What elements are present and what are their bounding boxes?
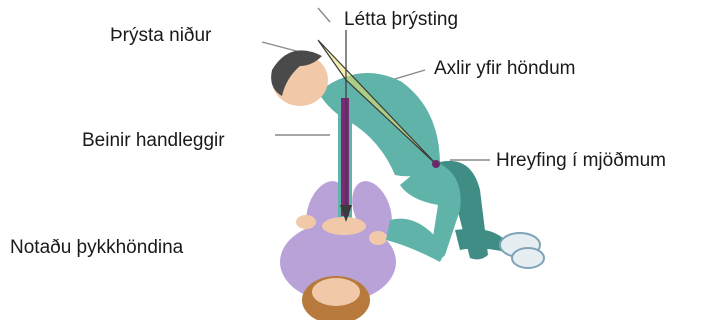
label-hip-movement: Hreyfing í mjöðmum xyxy=(496,151,666,170)
leader-push-down xyxy=(262,42,300,52)
label-release-pressure: Létta þrýsting xyxy=(344,10,458,29)
label-heel-of-hand: Notaðu þykkhöndina xyxy=(10,238,183,257)
label-shoulders-over-hands: Axlir yfir höndum xyxy=(434,59,576,78)
rescuer-shoe-back xyxy=(512,248,544,268)
patient-face xyxy=(312,278,360,306)
rescuer-torso xyxy=(318,73,440,176)
patient-hand-right xyxy=(369,231,387,245)
hip-pivot-dot xyxy=(432,160,440,168)
label-push-down: Þrýsta niður xyxy=(110,26,211,45)
patient-hand-left xyxy=(296,215,316,229)
rescuer-hands xyxy=(322,217,366,235)
leader-release xyxy=(318,8,330,22)
label-straight-arms: Beinir handleggir xyxy=(82,131,225,150)
rescuer-arm-highlight xyxy=(341,98,349,216)
